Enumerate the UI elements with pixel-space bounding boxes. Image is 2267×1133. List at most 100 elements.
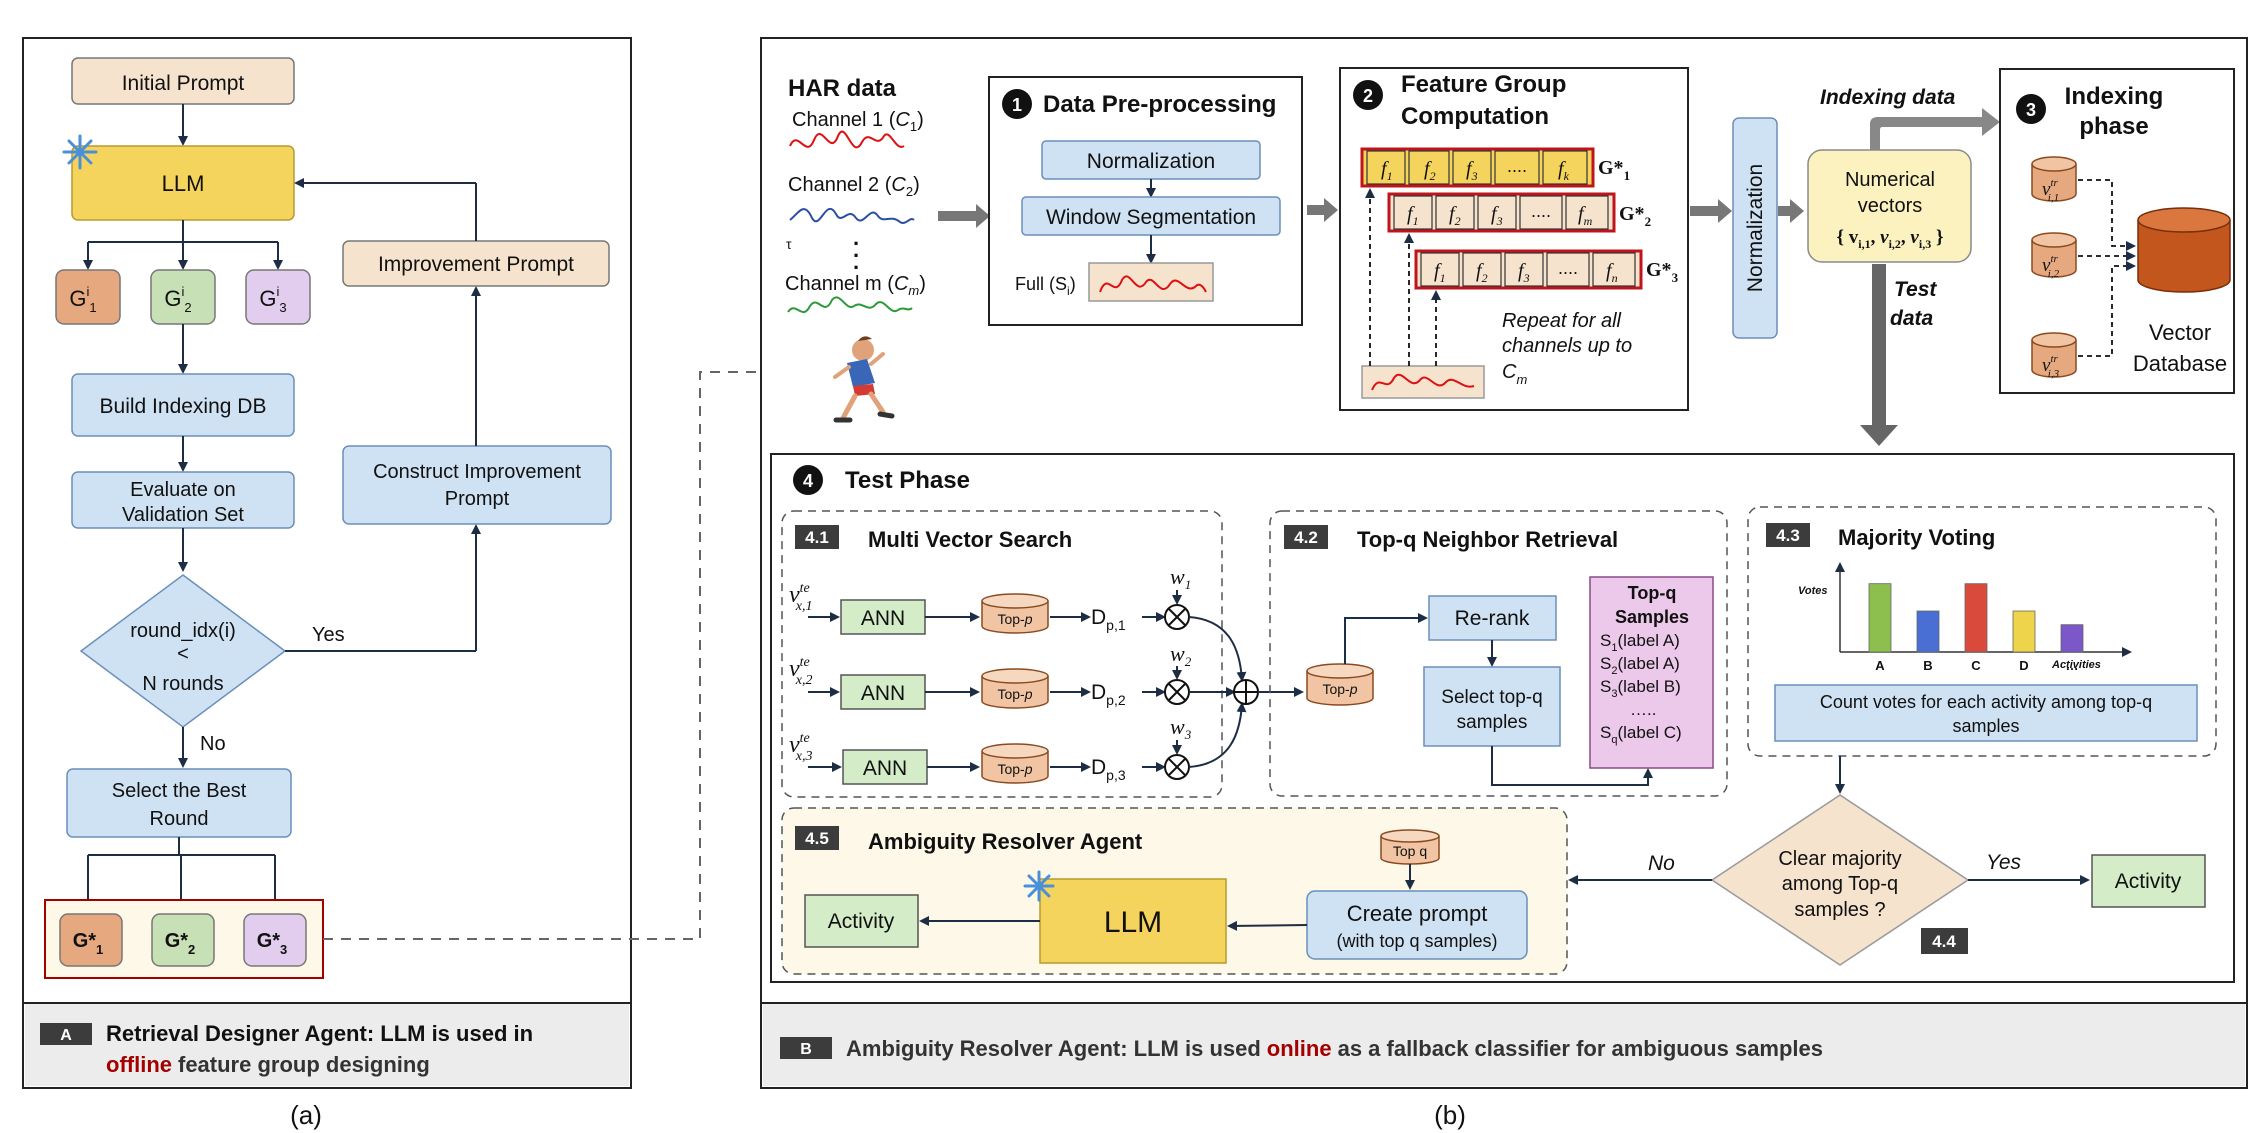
svg-text:4.5: 4.5 <box>805 829 829 848</box>
svg-text:Gi3: Gi3 <box>259 284 286 315</box>
topq-samples-box <box>1589 576 1714 769</box>
vector-database-icon <box>2137 207 2231 293</box>
snowflake-icon <box>1023 870 1055 902</box>
construct-improvement-box <box>342 445 612 525</box>
har-data-title: HAR data <box>788 75 897 102</box>
svg-text:Feature Group: Feature Group <box>1401 71 1566 98</box>
runner-icon <box>833 336 895 423</box>
section-4-1 <box>781 510 1223 798</box>
topq-sample-item: S2(label A) <box>1600 654 1680 677</box>
svg-text:f1: f1 <box>1407 203 1419 228</box>
svg-text:ANN: ANN <box>861 682 905 705</box>
topq-sample-item: S1(label A) <box>1600 631 1680 654</box>
svg-text:.: . <box>853 237 859 262</box>
svg-text:Yes: Yes <box>1986 851 2022 874</box>
clear-majority-diamond <box>1710 794 1970 966</box>
vote-category-label: D <box>2019 658 2028 673</box>
svg-text:Indexing: Indexing <box>2065 83 2164 110</box>
svg-text:w1: w1 <box>1170 564 1191 592</box>
ann-box-1 <box>840 599 926 635</box>
topp-cylinder-3: Top-p <box>981 743 1049 784</box>
svg-text:(with top q samples): (with top q samples) <box>1336 931 1497 951</box>
topq-sample-item: Sq(label C) <box>1600 723 1682 746</box>
panel-b-label: (b) <box>1434 1100 1466 1130</box>
svg-text:4.1: 4.1 <box>805 528 829 547</box>
svg-text:fm: fm <box>1578 203 1593 228</box>
svg-text:Top-p: Top-p <box>997 686 1032 702</box>
svg-text:Ambiguity Resolver Agent: LLM: Ambiguity Resolver Agent: LLM is usedonl… <box>846 1036 1823 1061</box>
svg-text:Data Pre-processing: Data Pre-processing <box>1043 91 1276 118</box>
vote-category-label: … <box>2066 658 2079 673</box>
svg-text:Top-p: Top-p <box>997 761 1032 777</box>
channel1-signal <box>789 130 905 149</box>
ann-box-2 <box>840 674 926 710</box>
svg-text:1: 1 <box>1012 95 1022 115</box>
feature-group-row-3: f1 f2 f3 .... fn G*3 <box>1414 249 1679 290</box>
dashed-connector <box>323 367 1332 940</box>
svg-text:G*3: G*3 <box>1646 259 1679 285</box>
svg-text:Activity: Activity <box>828 910 895 933</box>
numerical-vectors-box <box>1807 149 1972 263</box>
svg-text:N rounds: N rounds <box>142 673 223 695</box>
svg-text:....: .... <box>1507 156 1527 176</box>
vote-bar <box>1868 583 1892 653</box>
svg-text:vectors: vectors <box>1858 195 1922 217</box>
step2-box <box>1339 67 1689 411</box>
svg-text:Dp,3: Dp,3 <box>1091 756 1126 783</box>
gstar2-box <box>151 913 215 967</box>
activity-result-box <box>2091 854 2206 908</box>
svg-text:ANN: ANN <box>861 607 905 630</box>
svg-text:Repeat for all: Repeat for all <box>1502 310 1622 332</box>
svg-text:f2: f2 <box>1449 203 1461 228</box>
svg-text:f2: f2 <box>1476 260 1488 285</box>
svg-text:samples: samples <box>1952 716 2019 736</box>
svg-text:3: 3 <box>2026 100 2036 120</box>
caption-a-badge <box>40 1023 92 1045</box>
svg-text:w2: w2 <box>1170 641 1192 669</box>
feature-group-row-1: f1 f2 f3 .... fk G*1 <box>1360 147 1630 188</box>
svg-text:No: No <box>200 733 226 755</box>
svg-text:Count votes for each activity: Count votes for each activity among top-… <box>1820 692 2152 712</box>
panel-b: HAR data Channel 1 (C1) Channel 2 (C2) τ… <box>760 37 2248 1130</box>
full-signal-box <box>1088 262 1214 302</box>
svg-text:Normalization: Normalization <box>1744 164 1767 292</box>
svg-text:Ambiguity Resolver Agent: Ambiguity Resolver Agent <box>868 829 1143 854</box>
vote-category-label: A <box>1875 658 1885 673</box>
svg-text:Test Phase: Test Phase <box>845 467 970 494</box>
gstar3-box <box>243 913 307 967</box>
svg-text:No: No <box>1648 852 1675 875</box>
svg-text:Computation: Computation <box>1401 103 1549 130</box>
activity-fallback-box <box>804 894 919 948</box>
topq-sample-item: S3(label B) <box>1600 677 1681 700</box>
svg-text:f3: f3 <box>1491 203 1503 228</box>
vote-bar <box>1964 583 1988 653</box>
vote-bar <box>2012 610 2036 653</box>
svg-text:Cm: Cm <box>1502 361 1527 387</box>
svg-text:Prompt: Prompt <box>445 488 510 510</box>
svg-text:....: .... <box>1558 258 1578 278</box>
g3-box <box>245 269 311 325</box>
sum-node <box>1233 679 1259 705</box>
svg-text:Top-p: Top-p <box>997 611 1032 627</box>
svg-text:Channel 1 (C1): Channel 1 (C1) <box>792 109 924 134</box>
topq-sample-item: ….. <box>1630 700 1656 719</box>
vote-x-label: Activities <box>2051 659 2101 671</box>
svg-text:Majority Voting: Majority Voting <box>1838 525 1995 550</box>
vote-bar <box>2060 624 2084 653</box>
svg-text:Top q: Top q <box>1393 843 1427 859</box>
svg-text:Dp,2: Dp,2 <box>1091 681 1126 708</box>
svg-text:Build Indexing DB: Build Indexing DB <box>100 395 267 418</box>
svg-text:Database: Database <box>2133 351 2227 376</box>
svg-text:Create prompt: Create prompt <box>1347 901 1488 926</box>
svg-text:samples ?: samples ? <box>1794 899 1885 921</box>
svg-text:Full (Si): Full (Si) <box>1015 274 1076 298</box>
topq-cylinder-small: Top q <box>1380 829 1440 865</box>
svg-text:channels up to: channels up to <box>1502 335 1632 357</box>
svg-text:Top-q: Top-q <box>1628 583 1677 603</box>
